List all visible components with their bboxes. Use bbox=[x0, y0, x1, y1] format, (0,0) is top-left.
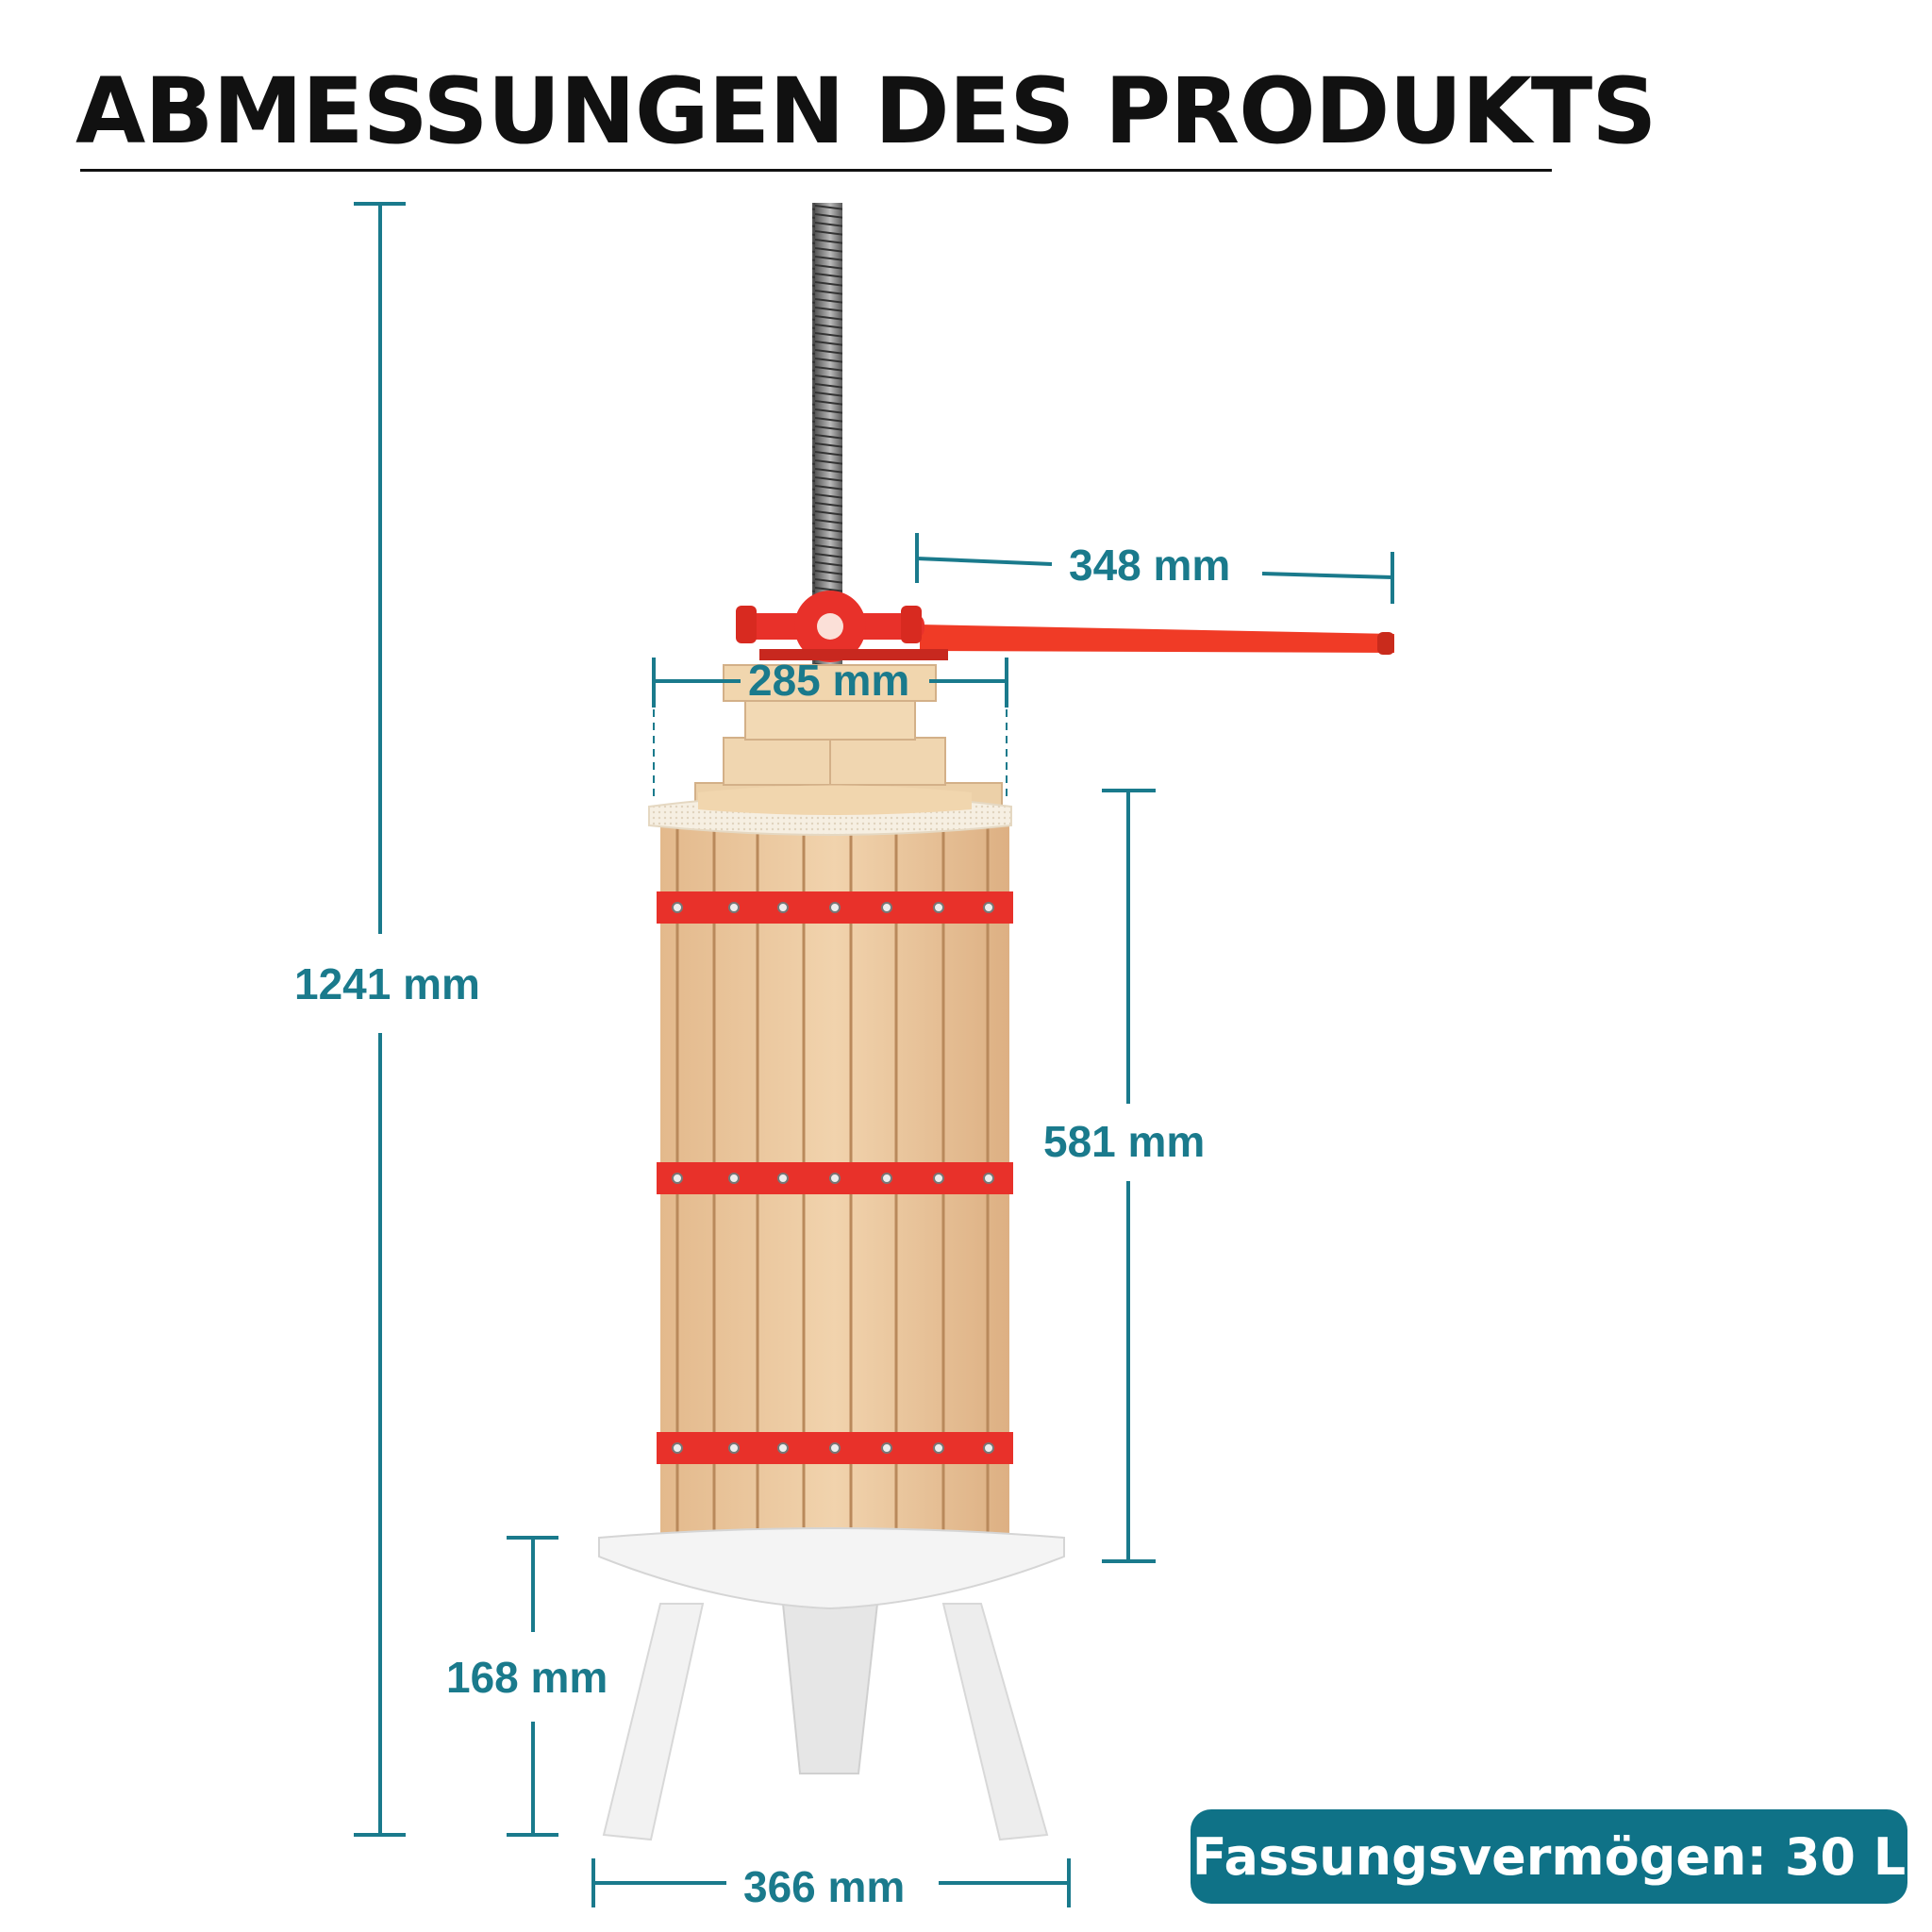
total-height-label: 1241 mm bbox=[294, 959, 480, 1008]
handle-length-label: 348 mm bbox=[1069, 541, 1231, 590]
base-stand bbox=[598, 1527, 1065, 1841]
barrel-height-label: 581 mm bbox=[1043, 1117, 1206, 1166]
title-underline bbox=[80, 169, 1552, 172]
dimension-lines bbox=[354, 202, 1394, 1907]
handle-line-left bbox=[916, 557, 1053, 566]
ratchet-handle bbox=[736, 591, 1394, 662]
leg-height-label: 168 mm bbox=[446, 1653, 608, 1702]
barrel-bands bbox=[657, 891, 1013, 1464]
top-diameter-label: 285 mm bbox=[748, 656, 910, 705]
capacity-badge: Fassungsvermögen: 30 L bbox=[1191, 1809, 1907, 1904]
base-width-label: 366 mm bbox=[743, 1862, 906, 1911]
handle-line-right bbox=[1261, 572, 1393, 579]
page-title: ABMESSUNGEN DES PRODUKTS bbox=[75, 58, 1657, 164]
pressing-blocks bbox=[694, 664, 1003, 810]
capacity-text: Fassungsvermögen: 30 L bbox=[1191, 1826, 1907, 1887]
